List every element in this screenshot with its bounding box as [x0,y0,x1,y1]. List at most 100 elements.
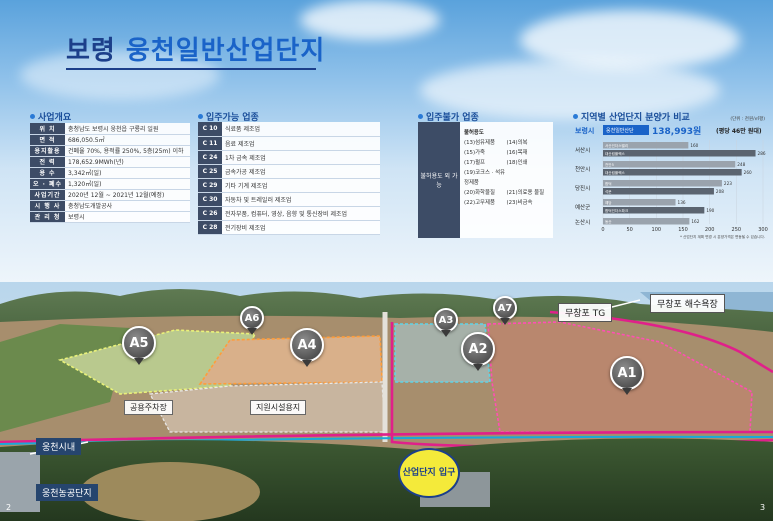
chart-region-label: 천안시 [575,165,590,173]
overview-value: 1,320㎥(일) [65,178,190,190]
label-support: 지원시설용지 [250,400,307,415]
industry-code: C 30 [198,192,222,207]
chart-bar-value: 190 [706,208,714,213]
forbidden-sub: 불허용도 [464,130,484,136]
chart-bar [603,142,689,149]
chart-highlight-bar [603,125,649,135]
chart-bar [603,150,756,157]
industry-name: 자동차 및 트레일러 제조업 [222,192,380,207]
industry-code: C 29 [198,178,222,193]
forbidden-box: 불허용도 외 가능 불허용도 (13)섬유제품(14)의복(15)가죽(16)목… [418,122,553,238]
industry-code: C 28 [198,220,222,235]
forbidden-item: (22)고무제품 [464,200,495,206]
overview-key: 위 치 [30,123,66,135]
industry-code: C 26 [198,206,222,221]
chart-region-label: 서산시 [575,146,590,154]
marker-A4: A4 [290,328,324,362]
forbidden-row: (17)펄프(18)인쇄 [464,158,549,168]
industry-code: C 24 [198,150,222,165]
chart-bar [603,218,690,225]
chart-region-label: 예산군 [575,203,590,211]
chart-bar-name: 동산 [605,219,612,224]
industry-code: C 10 [198,122,222,137]
chart-highlight-value: 138,993원 [652,125,701,137]
chart-bar-name: 합덕 [605,181,612,186]
chart-tick-label: 100 [652,227,662,233]
chart-bar-name: 예당 [605,200,612,205]
marker-A7: A7 [493,296,517,320]
page-number-left: 2 [6,503,12,512]
overview-key: 관 리 청 [30,211,66,223]
overview-value: 보령시 [65,211,190,223]
overview-key: 사업기간 [30,189,66,201]
chart-highlight-note: (평당 46만 원대) [716,127,762,135]
chart-region-label: 논산시 [575,218,590,226]
forbidden-row: (19)코크스 · 석유정제품 [464,168,549,188]
forbidden-item: (23)비금속 [506,200,533,206]
chart-heading: 지역별 산업단지 분양가 비교 [573,110,690,123]
forbidden-item: (14)의복 [506,140,528,146]
industry-name: 음료 제조업 [222,136,380,151]
chart-bar [603,207,705,214]
chart-bar [603,169,742,176]
overview-heading: 사업개요 [30,110,71,123]
label-beach: 무창포 해수욕장 [650,294,725,313]
overview-key: 면 적 [30,134,66,146]
marker-A5: A5 [122,326,156,360]
overview-value: 충청남도개발공사 [65,200,190,212]
chart-tick-label: 200 [705,227,715,233]
aerial-illustration [0,282,773,521]
chart-bar-value: 208 [716,189,724,194]
label-parking: 공용주차장 [124,400,173,415]
cloud [300,0,440,40]
overview-key: 전 력 [30,156,66,168]
forbidden-item [507,168,550,188]
label-town: 웅천시내 [36,438,82,455]
chart-bar [603,188,714,195]
forbidden-item: (21)의료용 물질 [506,190,545,196]
chart-tick-label: 300 [758,227,768,233]
forbidden-item: (17)펄프 [464,160,485,166]
marker-A3: A3 [434,308,458,332]
forbidden-row: (13)섬유제품(14)의복 [464,138,549,148]
overview-value: 충청남도 보령시 웅천읍 구룡리 일원 [65,123,190,135]
chart-bar-name: 서산인더스밸리 [605,143,628,148]
overview-key: 시 행 사 [30,200,66,212]
chart-bar-name: 천안5 [605,162,614,167]
label-agri: 웅천농공단지 [36,484,98,501]
title-region: 보령 [66,36,116,66]
industry-name: 기타 기계 제조업 [222,178,380,193]
chart-highlight-name: 웅천일반산단 [606,127,634,134]
industry-name: 전자부품, 컴퓨터, 영상, 음향 및 통신장비 제조업 [222,206,380,221]
industries-heading: 입주가능 업종 [198,110,259,123]
industry-name: 전기장비 제조업 [222,220,380,235]
cloud [20,50,220,100]
forbidden-item: (16)목재 [506,150,528,156]
chart-bar-value: 223 [724,181,732,186]
overview-value: 3,342㎥(일) [65,167,190,179]
bullet-icon [573,114,578,119]
forbidden-item: (15)가죽 [464,150,485,156]
marker-A6: A6 [240,306,264,330]
chart-bar-name: 석문 [605,189,612,194]
chart-highlight-region: 보령시 [575,126,594,135]
cloud [420,60,720,120]
chart-bar-name: 합덕인더스파크 [605,208,629,213]
chart-region-label: 당진시 [575,184,590,192]
overview-value: 686,050.5㎡ [65,134,190,146]
overview-value: 건폐율 70%, 용적률 250%, 5층(25m) 이하 [65,145,190,157]
